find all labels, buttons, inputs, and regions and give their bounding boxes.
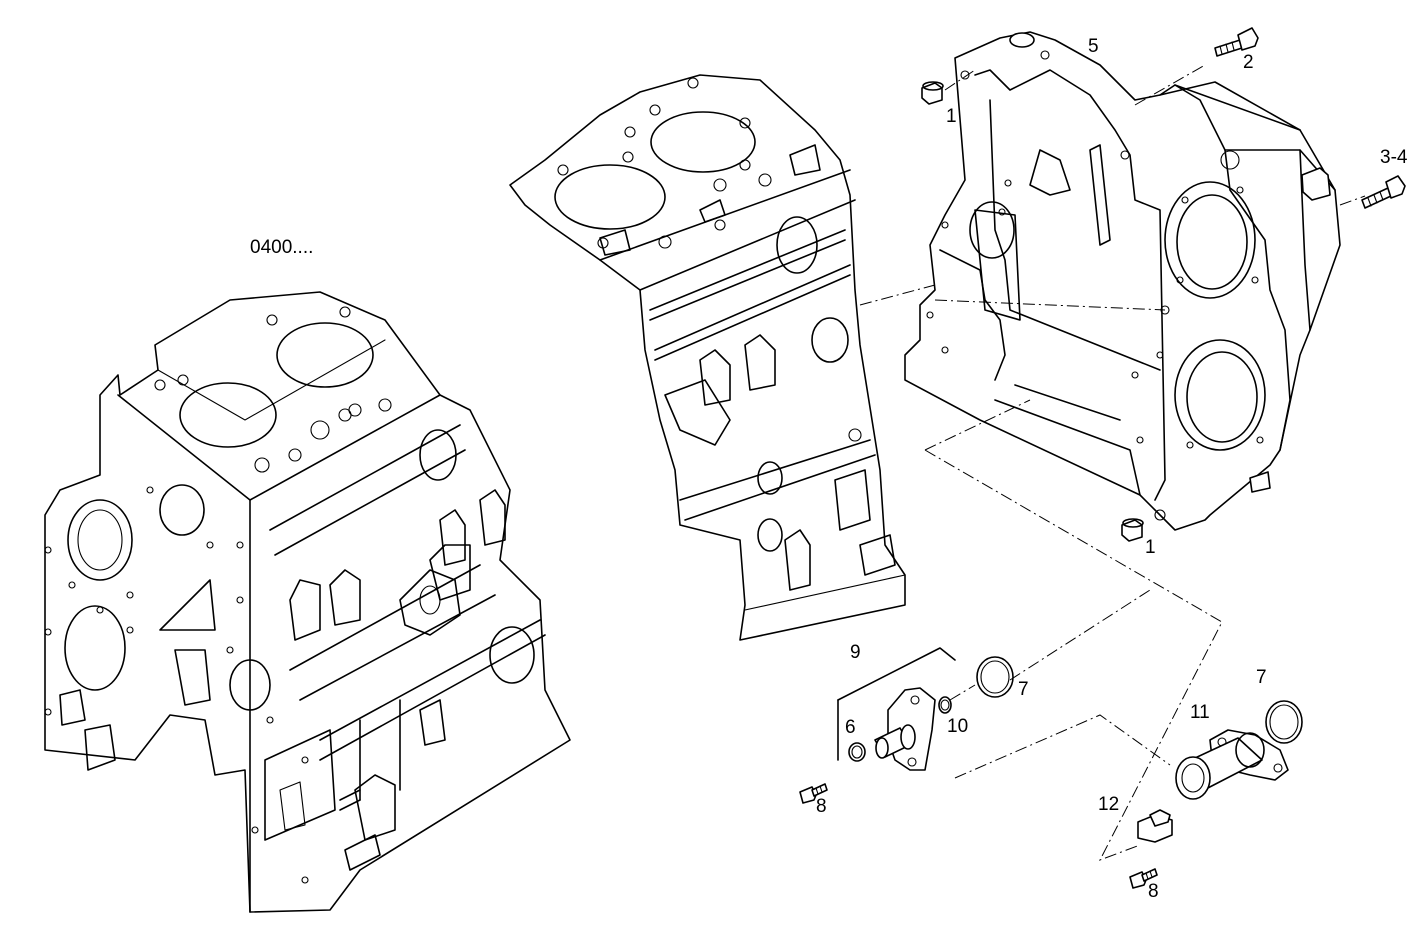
callout-8-left: 8 bbox=[816, 796, 827, 817]
callout-8-right: 8 bbox=[1148, 881, 1159, 902]
plug-12 bbox=[1137, 809, 1173, 843]
callout-1-bottom: 1 bbox=[1145, 537, 1156, 558]
callout-11: 11 bbox=[1190, 702, 1210, 723]
callout-2: 2 bbox=[1243, 52, 1254, 73]
tube-11 bbox=[1175, 729, 1289, 800]
callout-3-4: 3-4 bbox=[1380, 147, 1408, 168]
engine-block-middle bbox=[509, 74, 906, 641]
bolt-3-4 bbox=[1361, 175, 1406, 209]
callout-7-left: 7 bbox=[1018, 679, 1029, 700]
bolt-2 bbox=[1214, 27, 1259, 57]
assembly-leader-lines bbox=[859, 64, 1366, 861]
timing-housing bbox=[904, 31, 1341, 531]
callout-1-top: 1 bbox=[946, 106, 957, 127]
o-ring-6 bbox=[848, 742, 866, 762]
callout-10: 10 bbox=[947, 716, 968, 737]
seal-ring-7-left bbox=[976, 656, 1014, 698]
cover-assembly-9 bbox=[837, 647, 956, 771]
callout-7-right: 7 bbox=[1256, 667, 1267, 688]
callout-5: 5 bbox=[1088, 36, 1099, 57]
assembly-code-label: 0400.... bbox=[250, 237, 313, 258]
screw-8-left bbox=[799, 783, 828, 804]
callout-12: 12 bbox=[1098, 794, 1119, 815]
callout-9: 9 bbox=[850, 642, 861, 663]
o-ring-10 bbox=[938, 696, 952, 714]
callout-6: 6 bbox=[845, 717, 856, 738]
engine-block-left bbox=[44, 291, 571, 913]
plug-1-bottom bbox=[1121, 518, 1144, 542]
plug-1-top bbox=[921, 81, 944, 105]
seal-ring-7-right bbox=[1265, 700, 1303, 744]
screw-8-right bbox=[1129, 868, 1158, 889]
